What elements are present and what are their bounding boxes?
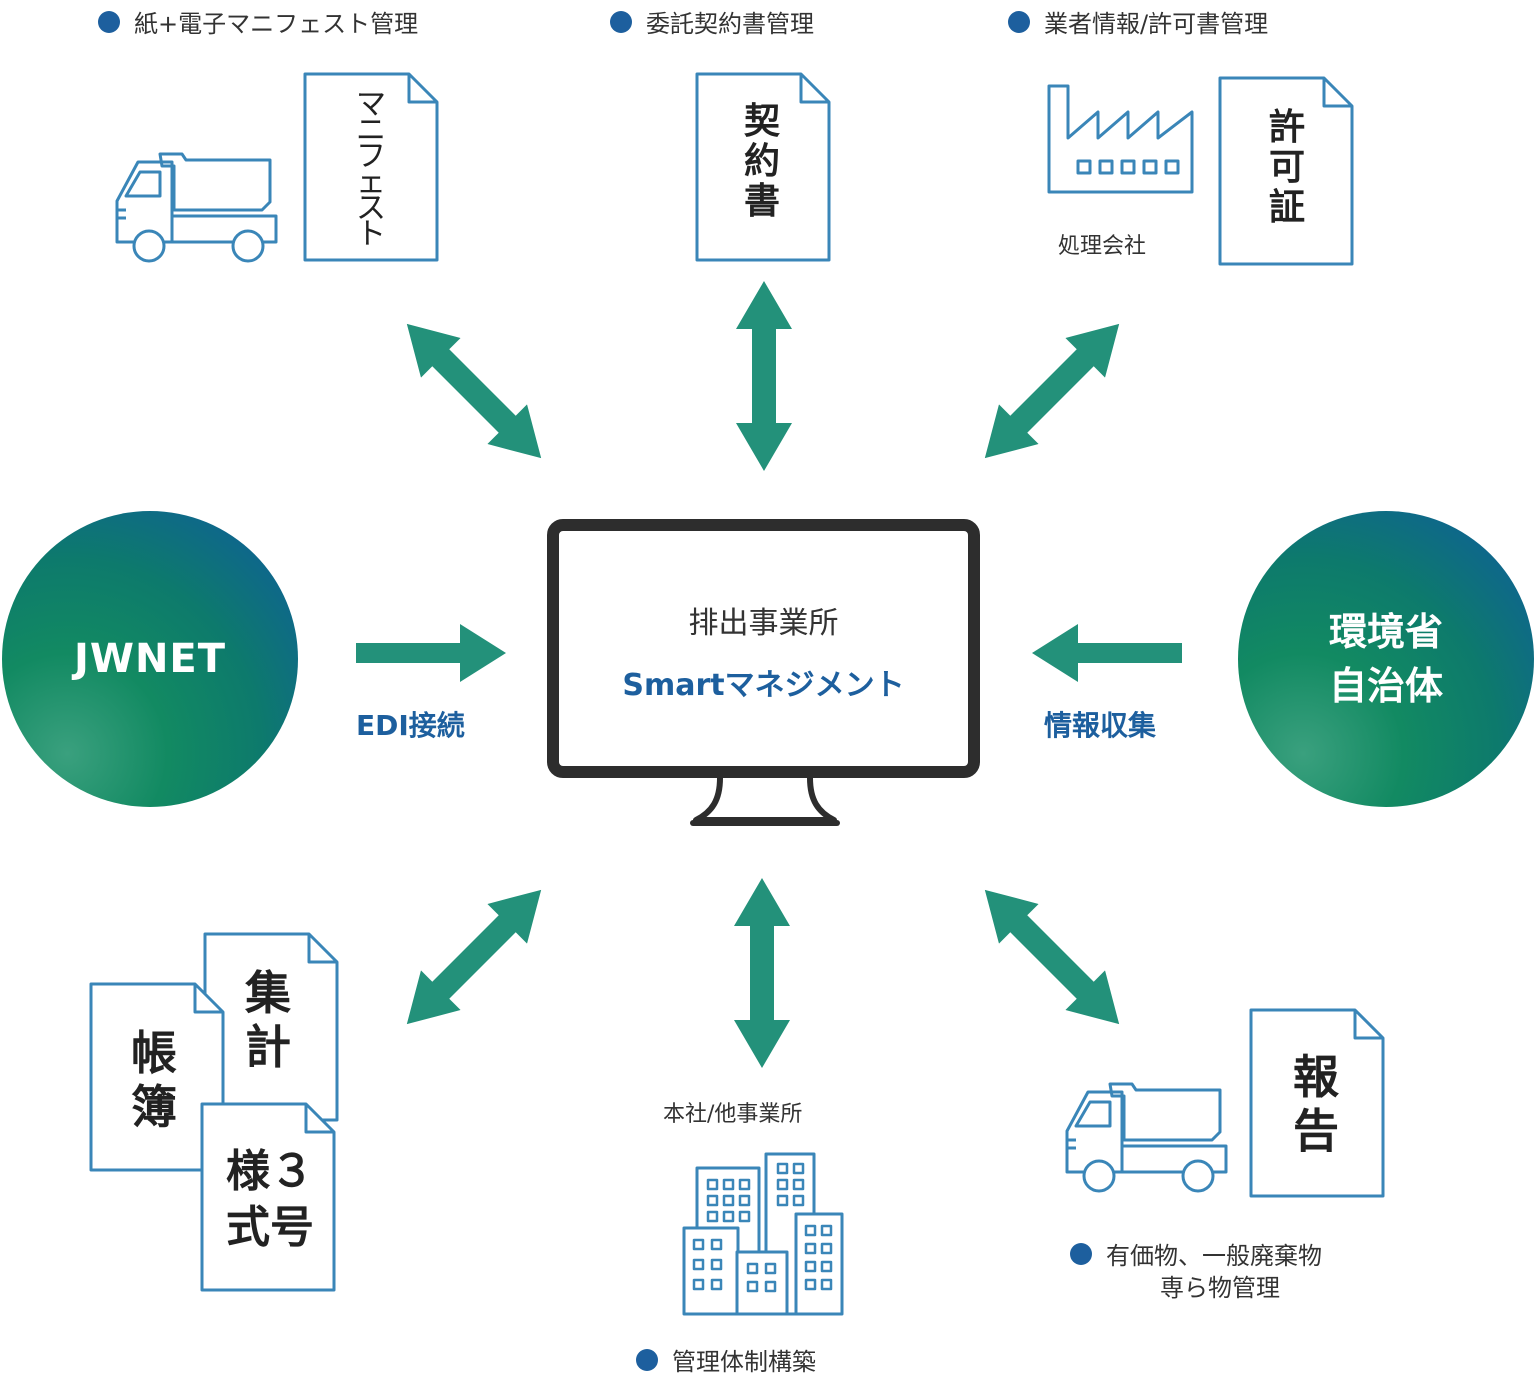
monitor-icon: [547, 519, 980, 826]
contract-label-text: 委託契約書管理: [646, 10, 814, 38]
offices-label: 管理体制構築: [636, 1342, 816, 1377]
doc-char: 簿: [131, 1080, 177, 1134]
factory-caption: 処理会社: [1058, 234, 1147, 259]
doc-char: 許: [1268, 107, 1305, 148]
doc-line: 式号: [226, 1202, 314, 1253]
doc-char: 集: [245, 966, 291, 1020]
doc-char: 報: [1293, 1050, 1339, 1104]
doc-char: ス: [356, 191, 386, 226]
offices-label-text: 管理体制構築: [672, 1348, 816, 1376]
arrow-icon-edi: [356, 624, 506, 682]
report-label-line2: 専ら物管理: [1160, 1274, 1280, 1302]
doc-char: フ: [356, 139, 386, 174]
permit-doc-text: 許 可 証: [1267, 108, 1307, 228]
doc-char: 証: [1268, 187, 1305, 228]
doc-char: ェ: [356, 165, 386, 200]
doc-char: 計: [245, 1020, 291, 1074]
bullet-dot-icon: [1070, 1242, 1092, 1265]
manifest-label-text: 紙+電子マニフェスト管理: [134, 10, 419, 38]
manifest-doc-text: マ ニ フ ェ ス ト: [351, 87, 391, 252]
center-subtitle: Smartマネジメント: [622, 668, 905, 703]
double-arrow-icon-top-left: [387, 304, 561, 478]
doc-char: 約: [743, 141, 780, 182]
jwnet-text: JWNET: [73, 636, 227, 682]
government-line2: 自治体: [1328, 664, 1443, 708]
center-title: 排出事業所: [688, 606, 839, 641]
double-arrow-icon-top-right: [965, 304, 1139, 478]
contract-doc-text: 契 約 書: [742, 102, 782, 222]
bullet-dot-icon: [610, 10, 632, 33]
arrow-icon-collect: [1032, 624, 1182, 682]
manifest-label: 紙+電子マニフェスト管理: [98, 4, 418, 39]
building-icon: [682, 1152, 844, 1316]
ledger-doc1-text: 帳 簿: [126, 1026, 182, 1134]
government-line1: 環境省: [1328, 610, 1443, 654]
report-label: 有価物、一般廃棄物: [1070, 1236, 1322, 1271]
bullet-dot-icon: [636, 1348, 658, 1371]
doc-char: 帳: [131, 1026, 177, 1080]
ledger-doc2-text: 集 計: [240, 966, 296, 1074]
offices-caption: 本社/他事業所: [663, 1102, 803, 1127]
double-arrow-icon-bottom-center: [734, 878, 790, 1068]
jwnet-circle: JWNET: [2, 511, 298, 807]
permit-label-text: 業者情報/許可書管理: [1044, 10, 1269, 38]
factory-icon: [1047, 84, 1194, 194]
bullet-dot-icon: [98, 10, 120, 33]
double-arrow-icon-bottom-left: [387, 870, 561, 1044]
doc-char: ト: [356, 217, 386, 252]
doc-char: 書: [743, 181, 780, 222]
truck-icon: [115, 152, 278, 263]
ledger-doc3-text: 様３ 式号: [214, 1144, 326, 1256]
bullet-dot-icon: [1008, 10, 1030, 33]
collect-label: 情報収集: [1044, 709, 1157, 742]
doc-char: 告: [1293, 1104, 1339, 1158]
doc-char: 契: [743, 101, 780, 142]
truck-icon-bottom: [1065, 1082, 1228, 1193]
double-arrow-icon-bottom-right: [965, 870, 1139, 1044]
report-label-line1: 有価物、一般廃棄物: [1106, 1242, 1322, 1270]
government-circle: 環境省 自治体: [1238, 511, 1534, 807]
doc-line: 様３: [226, 1146, 314, 1197]
report-doc-text: 報 告: [1288, 1050, 1344, 1158]
contract-label: 委託契約書管理: [610, 4, 814, 39]
doc-char: マ: [356, 87, 386, 122]
permit-label: 業者情報/許可書管理: [1008, 4, 1268, 39]
double-arrow-icon-top-center: [736, 281, 792, 471]
doc-char: ニ: [356, 113, 386, 148]
edi-label: EDI接続: [356, 709, 465, 742]
doc-char: 可: [1268, 147, 1305, 188]
